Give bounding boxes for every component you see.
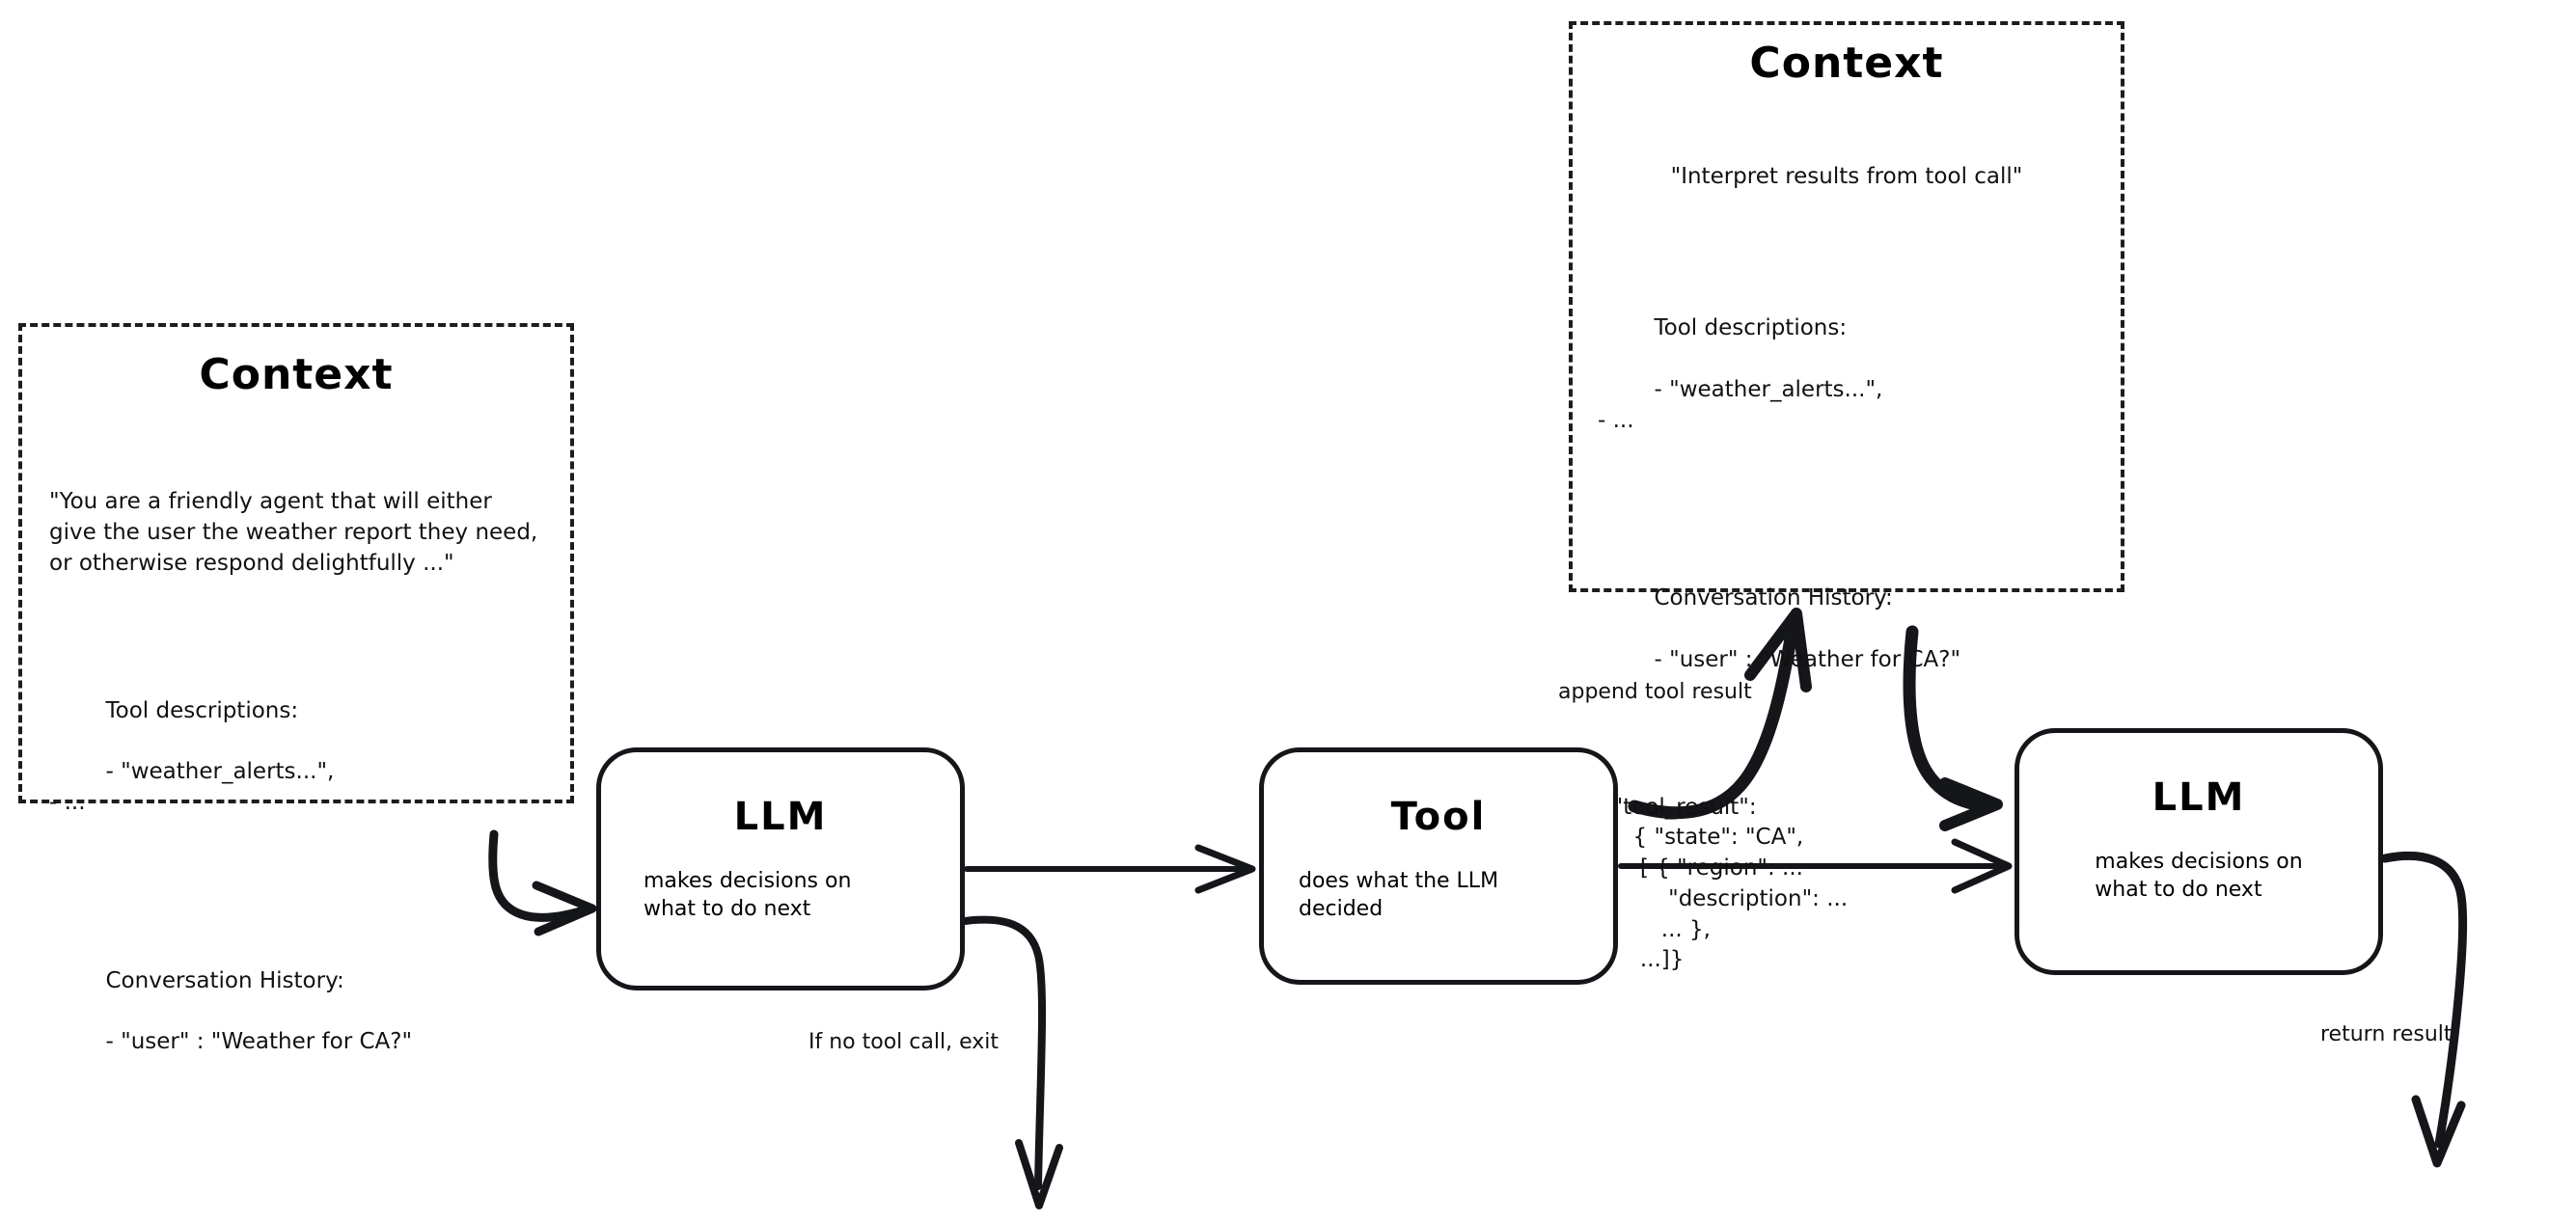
context-left-title: Context (199, 350, 394, 399)
node-llm-first-title: LLM (733, 795, 828, 839)
context-right-conversation-user: - "user" : "Weather for CA?" (1654, 646, 1961, 672)
node-llm-second-title: LLM (2151, 775, 2246, 820)
context-left-tools: Tool descriptions: - "weather_alerts..."… (49, 665, 541, 849)
context-box-left: Context "You are a friendly agent that w… (18, 323, 574, 1054)
node-llm-first-subtitle: makes decisions on what to do next (644, 869, 852, 921)
context-left-conversation-items: - "user" : "Weather for CA?" (105, 1029, 413, 1055)
context-right-tools-items: - "weather_alerts...", - ... (1598, 376, 1883, 433)
edge-label-if-no-tool-call-exit: If no tool call, exit (808, 1030, 999, 1054)
context-left-body: "You are a friendly agent that will eith… (49, 426, 541, 1150)
context-left-conversation-heading: Conversation History: (105, 967, 344, 993)
node-tool-subtitle: does what the LLM decided (1299, 869, 1499, 921)
context-right-tools: Tool descriptions: - "weather_alerts..."… (1598, 284, 2096, 467)
arrow-llm2-return (2380, 851, 2468, 1168)
node-llm-second[interactable]: LLM makes decisions on what to do next (2014, 728, 2383, 975)
node-llm-second-subtitle: makes decisions on what to do next (2095, 850, 2303, 902)
edge-label-return-result: return result (2320, 1022, 2453, 1046)
context-left-tools-items: - "weather_alerts...", - ... (49, 759, 335, 816)
context-box-right: Context "Interpret results from tool cal… (1569, 21, 2124, 972)
context-right-title: Context (1749, 39, 1944, 88)
context-left-system-prompt: "You are a friendly agent that will eith… (49, 489, 545, 576)
context-right-body: "Interpret results from tool call" Tool … (1598, 101, 2096, 1038)
context-right-tool-result: - "tool_result": { "state": "CA", [ { "r… (1598, 794, 1849, 973)
arrow-llm1-to-tool (964, 844, 1256, 894)
node-tool[interactable]: Tool does what the LLM decided (1259, 747, 1618, 985)
context-left-tools-heading: Tool descriptions: (105, 697, 299, 723)
context-right-conversation-heading: Conversation History: (1654, 585, 1893, 611)
node-tool-title: Tool (1390, 795, 1487, 839)
node-llm-first[interactable]: LLM makes decisions on what to do next (596, 747, 965, 990)
context-right-system-prompt: "Interpret results from tool call" (1670, 164, 2023, 190)
context-right-tools-heading: Tool descriptions: (1654, 315, 1848, 341)
context-right-conversation: Conversation History: - "user" : "Weathe… (1598, 554, 2096, 707)
context-left-conversation: Conversation History: - "user" : "Weathe… (49, 936, 541, 1089)
edge-label-append-tool-result: append tool result (1558, 680, 1752, 704)
arrow-llm1-exit (961, 915, 1063, 1209)
